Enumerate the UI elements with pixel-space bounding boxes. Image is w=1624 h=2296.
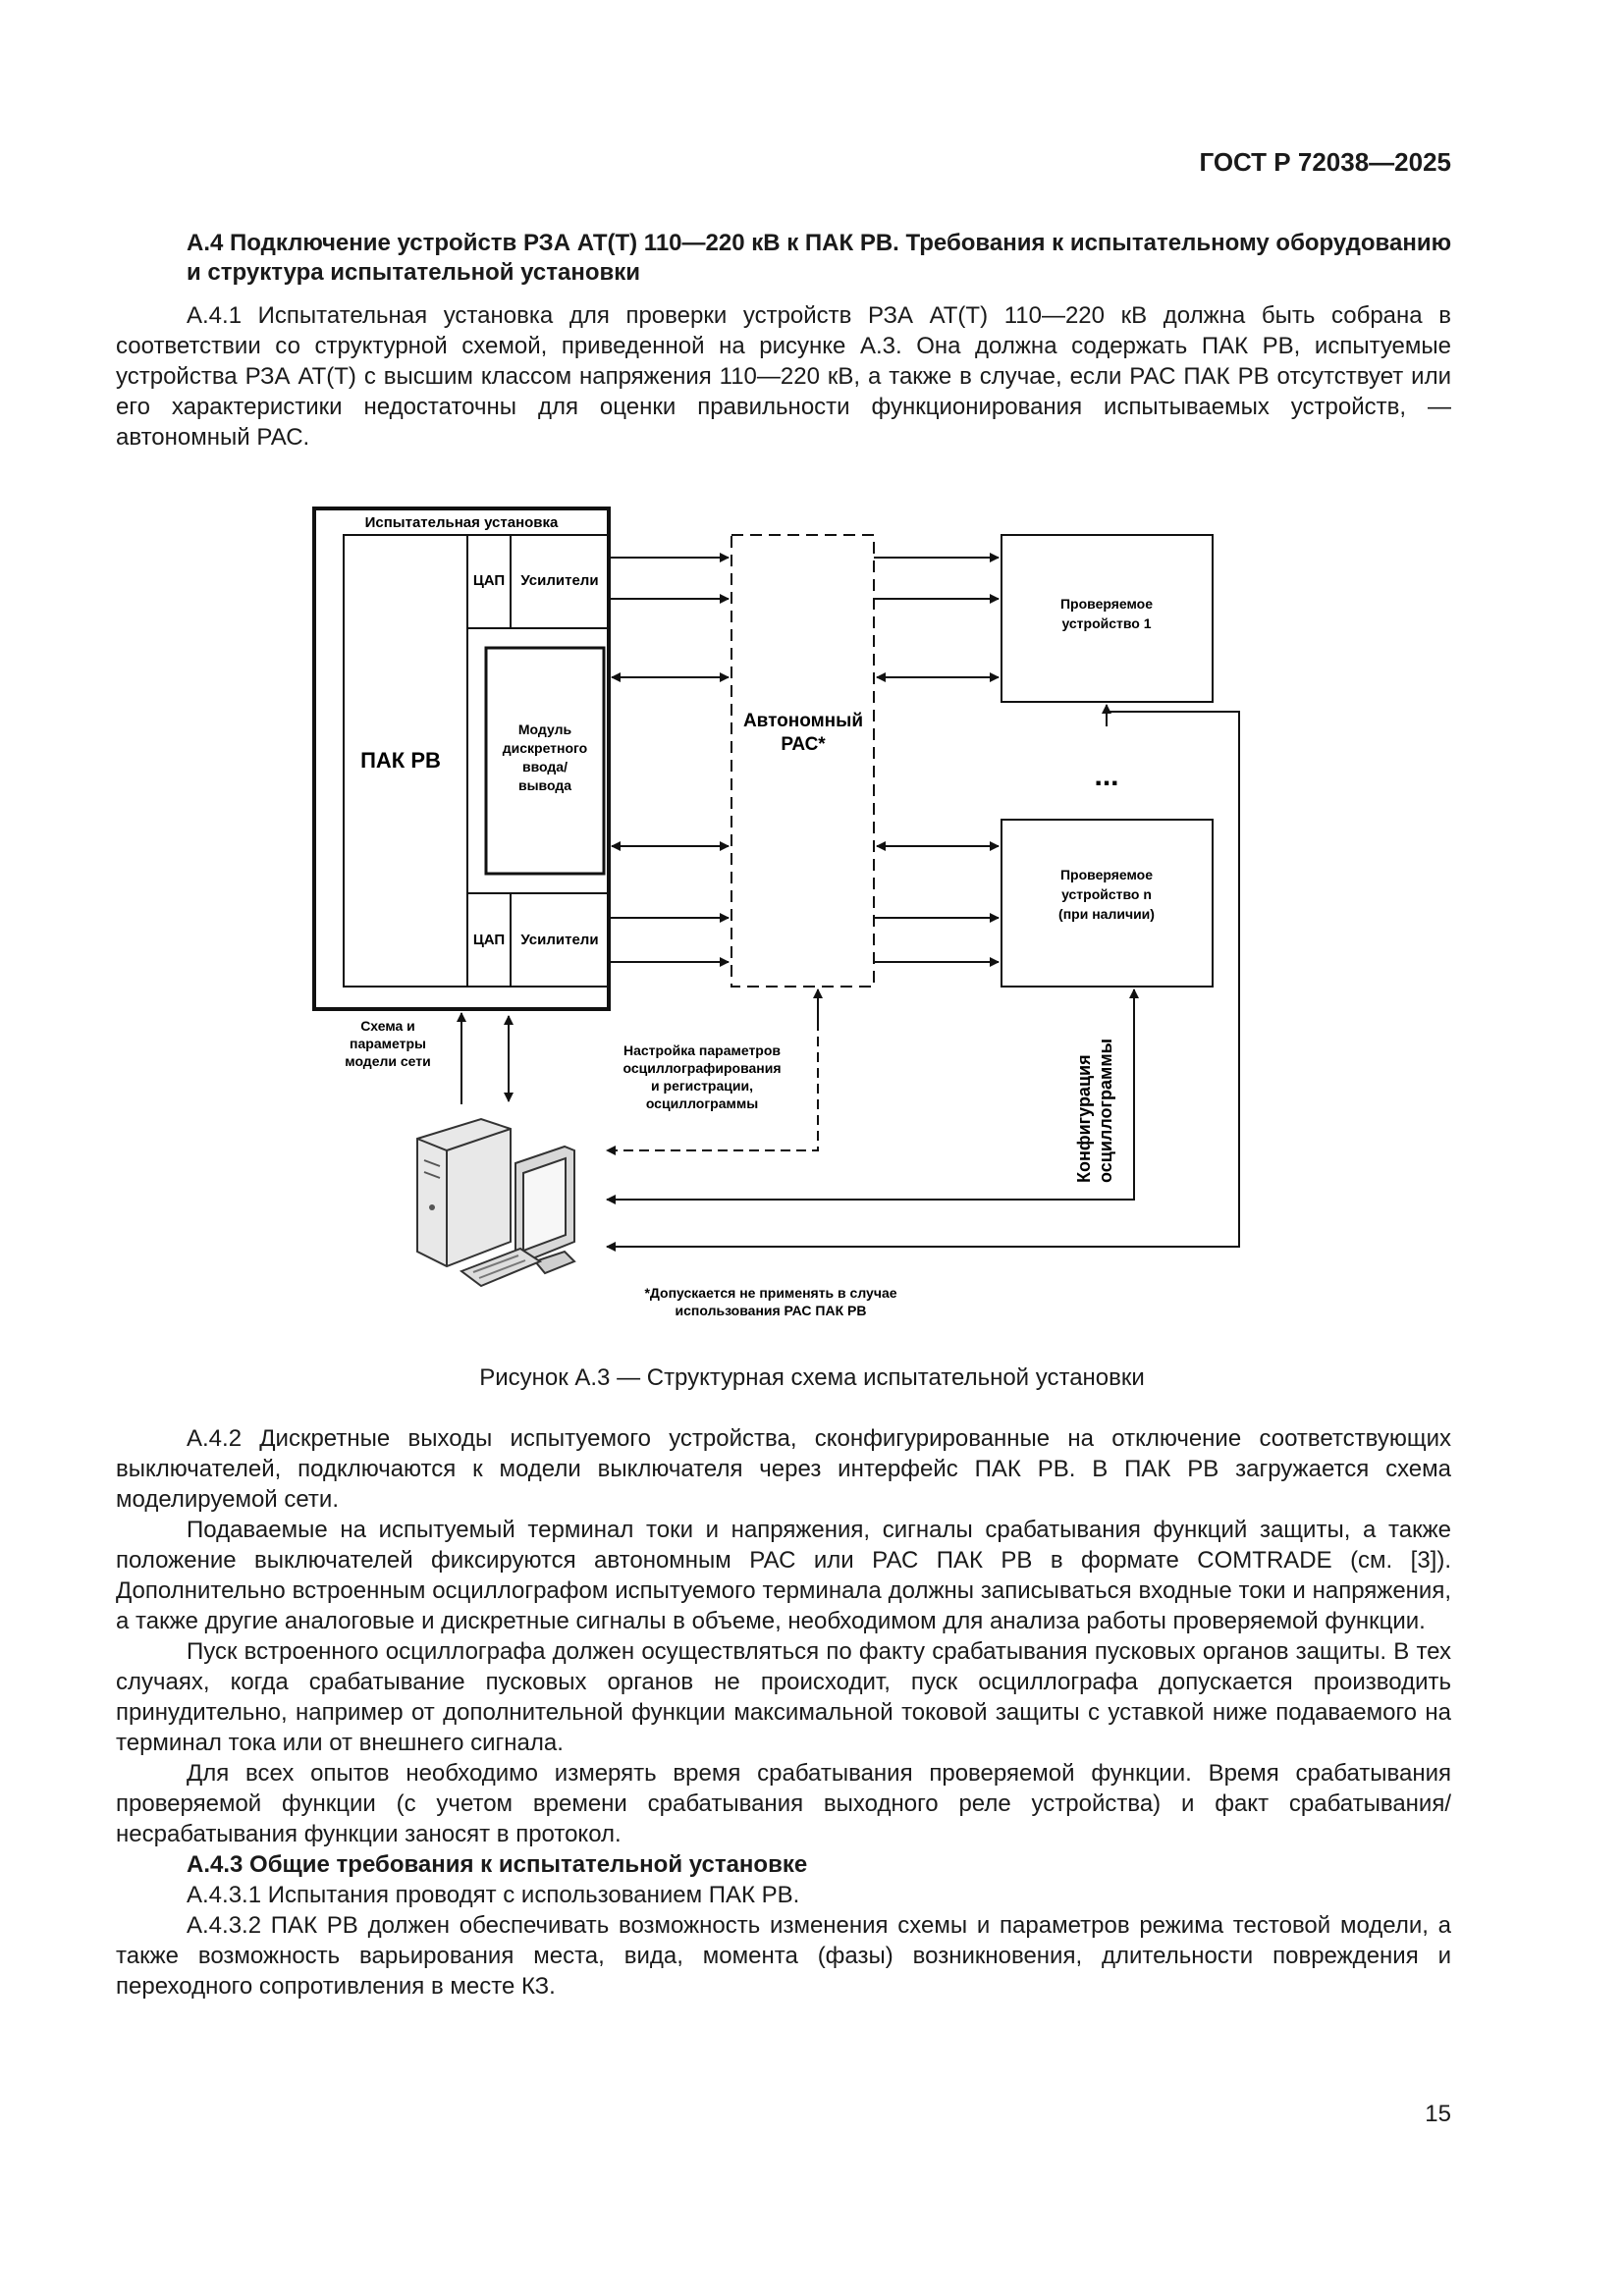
autonomous-pac-box <box>731 534 875 988</box>
network-model-line-1: Схема и <box>360 1018 415 1034</box>
recording-setup-line-1: Настройка параметров <box>623 1042 781 1058</box>
device-n-line-1: Проверяемое <box>1060 867 1153 882</box>
network-model-line-3: модели сети <box>345 1053 430 1069</box>
recording-setup-line-4: осциллограммы <box>646 1095 758 1111</box>
ellipsis-label: ... <box>1094 760 1118 792</box>
amplifiers-bottom-label: Усилители <box>520 932 598 948</box>
page-number: 15 <box>1425 2101 1451 2127</box>
footnote-line-2: использования РАС ПАК РВ <box>676 1303 867 1318</box>
footnote-line-1: *Допускается не применять в случае <box>644 1285 896 1301</box>
paragraph-currents: Подаваемые на испытуемый терминал токи и… <box>116 1517 1451 1634</box>
device-1-line-2: устройство 1 <box>1061 615 1151 631</box>
configuration-line-2: осциллограммы <box>1096 1039 1115 1183</box>
computer-icon <box>416 1117 576 1288</box>
paragraph-a41: А.4.1 Испытательная установка для провер… <box>116 302 1451 451</box>
device-1-line-1: Проверяемое <box>1060 596 1153 612</box>
dio-module-line-2: дискретного <box>503 740 588 756</box>
configuration-line-1: Конфигурация <box>1074 1054 1094 1183</box>
paragraph-a432: А.4.3.2 ПАК РВ должен обеспечивать возмо… <box>116 1912 1451 2000</box>
amplifiers-top-label: Усилители <box>520 572 598 589</box>
device-n-line-3: (при наличии) <box>1058 906 1155 922</box>
autonomous-pac-line-1: Автономный <box>743 711 863 731</box>
device-1-box <box>1001 534 1214 703</box>
paragraph-start: Пуск встроенного осциллографа должен осу… <box>116 1638 1451 1756</box>
test-setup-label: Испытательная установка <box>365 514 559 531</box>
figure-a3-diagram: Испытательная установка ПАК РВ ЦАП Усили… <box>312 507 1240 1318</box>
heading-a43: А.4.3 Общие требования к испытательной у… <box>187 1851 808 1878</box>
dio-module-line-1: Модуль <box>518 721 572 737</box>
recording-setup-line-2: осциллографирования <box>623 1060 781 1076</box>
autonomous-pac-line-2: РАС* <box>781 734 826 755</box>
paragraph-a431: А.4.3.1 Испытания проводят с использован… <box>187 1882 800 1908</box>
device-n-box <box>1001 819 1214 988</box>
section-title: А.4 Подключение устройств РЗА АТ(Т) 110—… <box>187 230 1452 286</box>
dac-bottom-label: ЦАП <box>473 932 505 948</box>
dac-top-label: ЦАП <box>473 572 505 589</box>
figure-caption: Рисунок А.3 — Структурная схема испытате… <box>479 1364 1145 1391</box>
paragraph-time: Для всех опытов необходимо измерять врем… <box>116 1760 1451 1847</box>
dio-module-line-3: ввода/ <box>522 759 568 774</box>
document-code: ГОСТ Р 72038—2025 <box>1199 147 1451 177</box>
network-model-line-2: параметры <box>350 1036 426 1051</box>
pak-rv-box <box>343 534 610 988</box>
device-n-line-2: устройство n <box>1061 886 1152 902</box>
dio-module-box <box>484 646 606 876</box>
recording-setup-line-3: и регистрации, <box>651 1078 753 1094</box>
dio-module-line-4: вывода <box>518 777 571 793</box>
pak-rv-label: ПАК РВ <box>360 748 441 773</box>
paragraph-a42: А.4.2 Дискретные выходы испытуемого устр… <box>116 1425 1451 1513</box>
body-text: А.4.2 Дискретные выходы испытуемого устр… <box>116 1423 1451 2002</box>
